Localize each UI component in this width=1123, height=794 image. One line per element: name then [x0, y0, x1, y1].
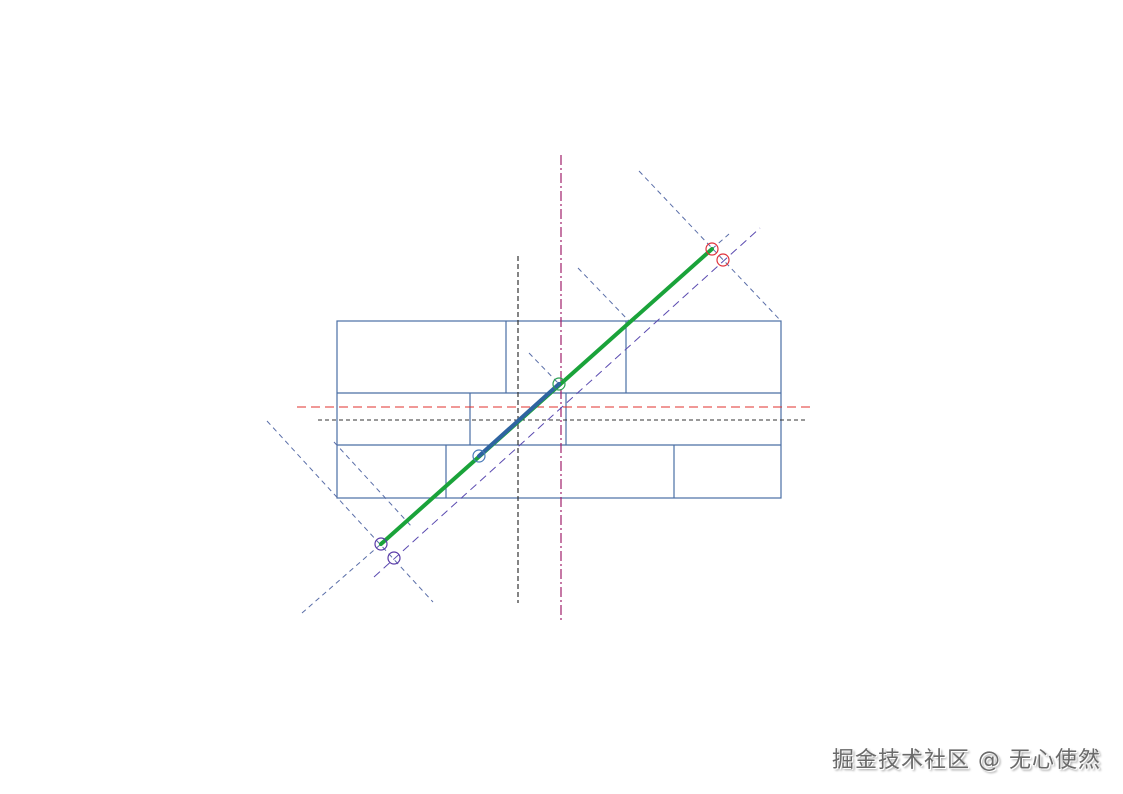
- brick-grid: [336, 320, 782, 499]
- offset-circle-top-red: [716, 253, 730, 267]
- guide-line: [577, 267, 630, 322]
- offset-line: [373, 227, 761, 578]
- main-line: [379, 247, 714, 546]
- end-circle-top-red: [705, 242, 719, 256]
- perpendicular-guides: [266, 170, 782, 614]
- guide-line: [528, 352, 560, 385]
- guide-line: [638, 170, 782, 322]
- end-circle-bottom-purple: [374, 537, 388, 551]
- offset-parallel-line: [373, 227, 761, 578]
- intersection-circle-blue: [472, 449, 486, 463]
- intersection-circle-green: [552, 377, 566, 391]
- guide-line: [301, 543, 382, 614]
- horizontal-guides: [297, 406, 812, 421]
- guide-line: [711, 233, 730, 250]
- guide-line: [333, 441, 413, 528]
- marker-circles: [374, 242, 730, 565]
- offset-circle-bottom-purple: [387, 551, 401, 565]
- guide-line: [266, 420, 434, 603]
- watermark: 掘金技术社区 @ 无心使然: [832, 748, 1101, 773]
- blue-segment: [477, 382, 561, 458]
- outer-rect: [336, 320, 782, 499]
- vertical-guides: [517, 155, 562, 623]
